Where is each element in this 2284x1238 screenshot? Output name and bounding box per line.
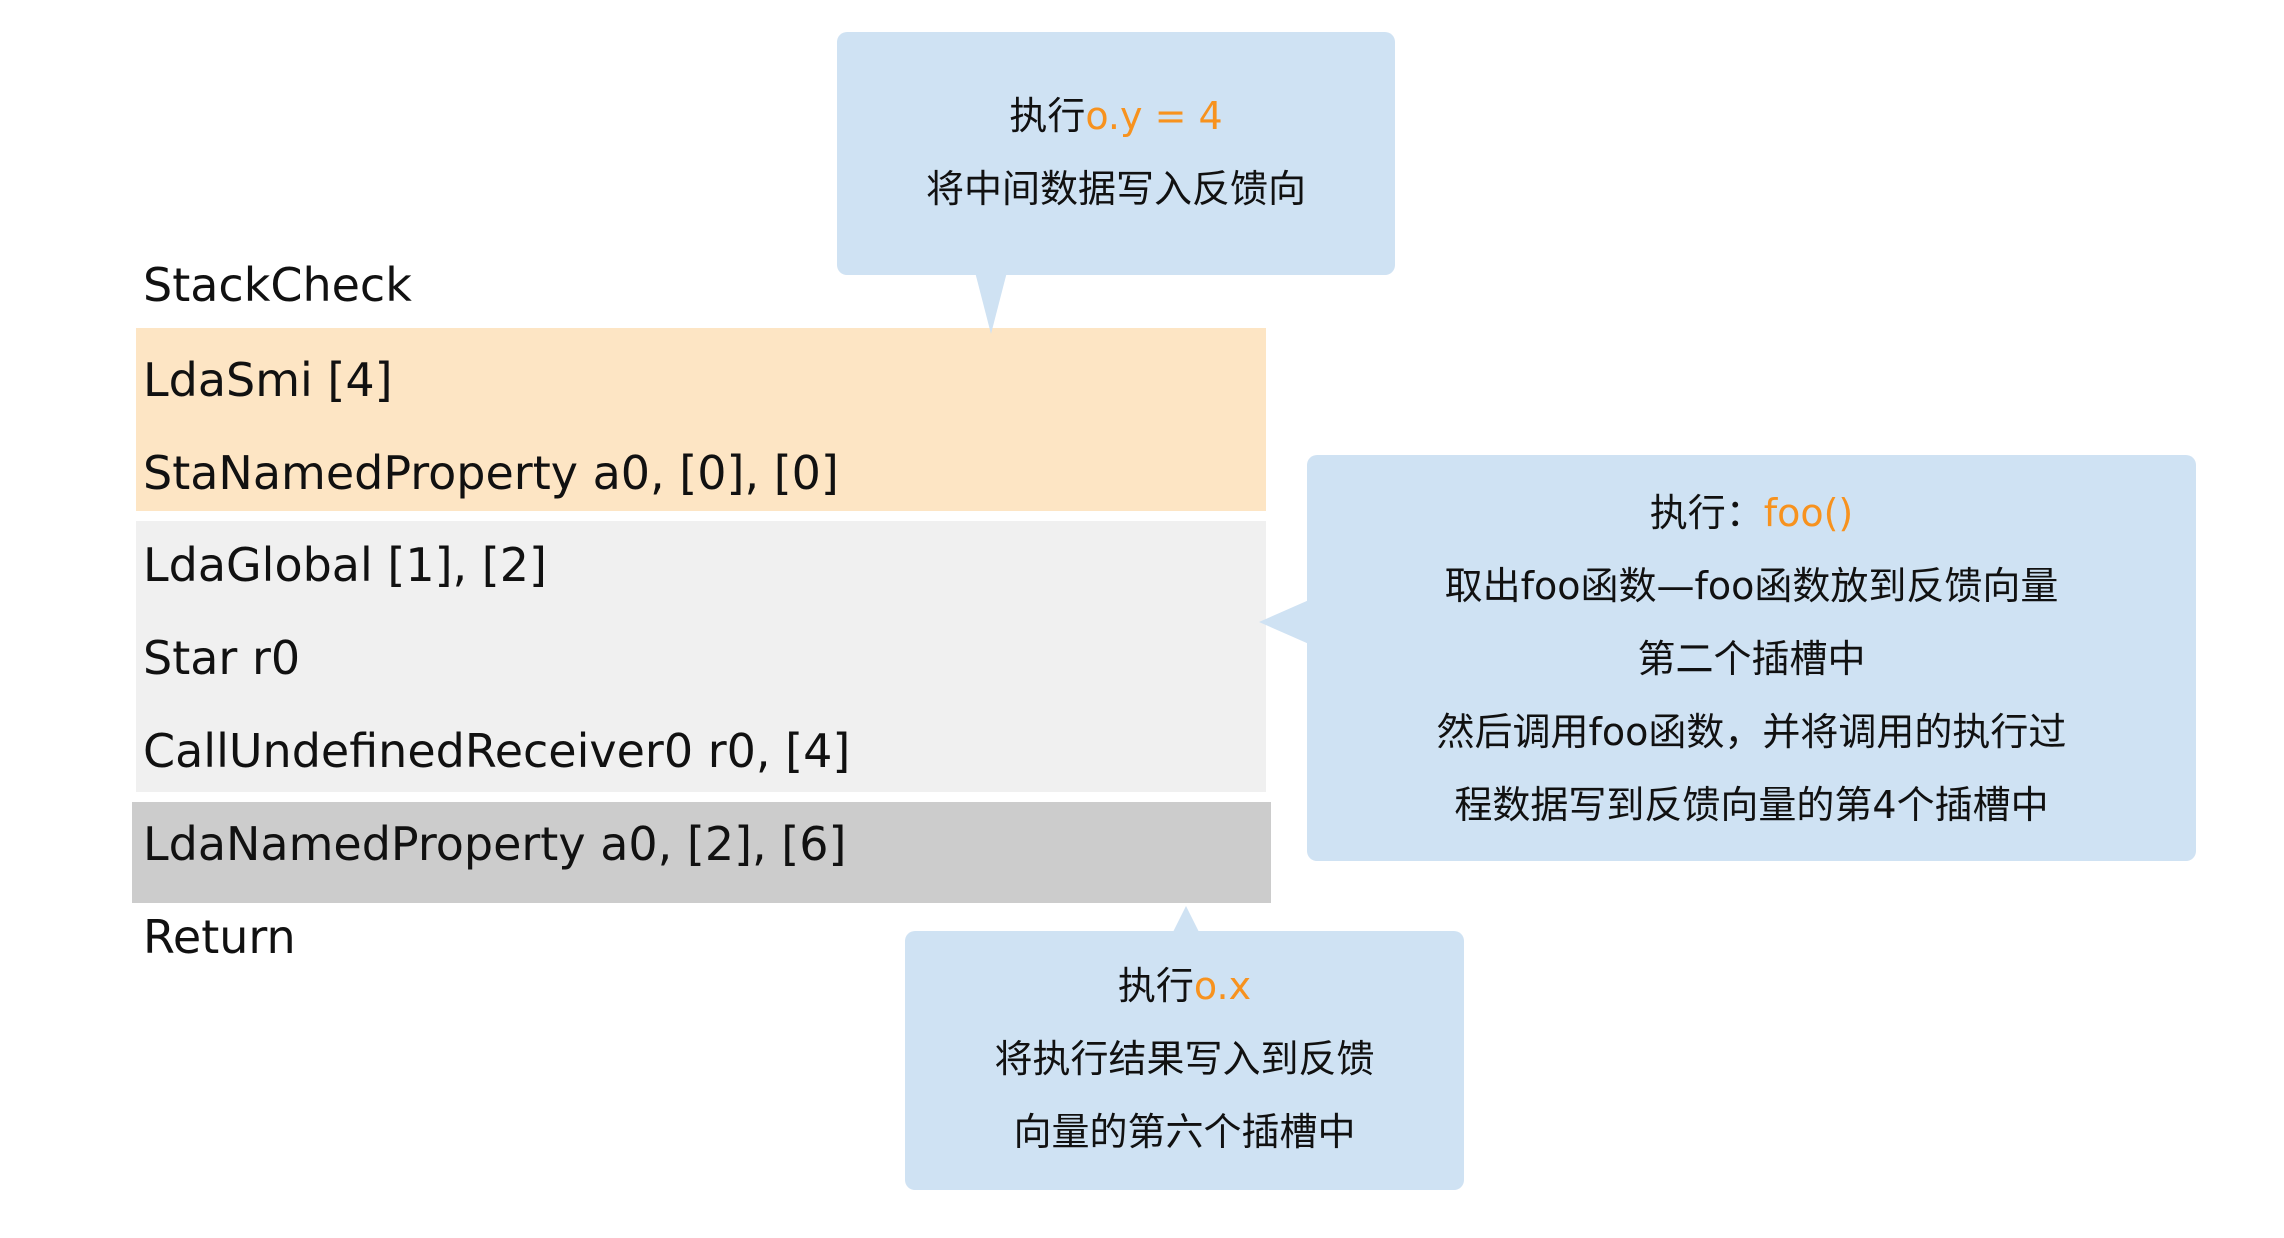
bytecode-line: Star r0 bbox=[143, 631, 301, 685]
bytecode-line: StaNamedProperty a0, [0], [0] bbox=[143, 446, 839, 500]
callout-code: o.x bbox=[1193, 964, 1252, 1008]
callout-store: 执行o.y = 4 将中间数据写入反馈向 bbox=[837, 32, 1395, 275]
bytecode-line: Return bbox=[143, 910, 296, 964]
callout-line: 取出foo函数—foo函数放到反馈向量 bbox=[1444, 564, 2059, 608]
bytecode-line: LdaNamedProperty a0, [2], [6] bbox=[143, 817, 847, 871]
callout-tail bbox=[1259, 600, 1309, 644]
bytecode-line: LdaGlobal [1], [2] bbox=[143, 538, 547, 592]
callout-call: 执行：foo() 取出foo函数—foo函数放到反馈向量 第二个插槽中 然后调用… bbox=[1307, 455, 2196, 861]
callout-tail bbox=[975, 272, 1007, 334]
callout-prefix: 执行 bbox=[1009, 94, 1086, 138]
load-block bbox=[132, 802, 1271, 903]
callout-line: 向量的第六个插槽中 bbox=[1013, 1110, 1356, 1154]
store-block bbox=[136, 328, 1266, 511]
callout-line: 然后调用foo函数，并将调用的执行过 bbox=[1436, 710, 2067, 754]
call-block bbox=[136, 521, 1266, 792]
callout-line: 第二个插槽中 bbox=[1637, 637, 1866, 681]
bytecode-line: CallUndefinedReceiver0 r0, [4] bbox=[143, 724, 851, 778]
callout-tail bbox=[1172, 906, 1200, 934]
callout-code: foo() bbox=[1763, 491, 1854, 535]
bytecode-line: LdaSmi [4] bbox=[143, 353, 393, 407]
callout-line: 将中间数据写入反馈向 bbox=[925, 167, 1306, 211]
callout-prefix: 执行 bbox=[1117, 964, 1194, 1008]
callout-line: 程数据写到反馈向量的第4个插槽中 bbox=[1454, 783, 2049, 827]
callout-load: 执行o.x 将执行结果写入到反馈 向量的第六个插槽中 bbox=[905, 931, 1464, 1190]
callout-code: o.y = 4 bbox=[1085, 94, 1223, 138]
bytecode-line: StackCheck bbox=[143, 258, 412, 312]
callout-prefix: 执行： bbox=[1649, 491, 1764, 535]
callout-line: 将执行结果写入到反馈 bbox=[994, 1037, 1375, 1081]
